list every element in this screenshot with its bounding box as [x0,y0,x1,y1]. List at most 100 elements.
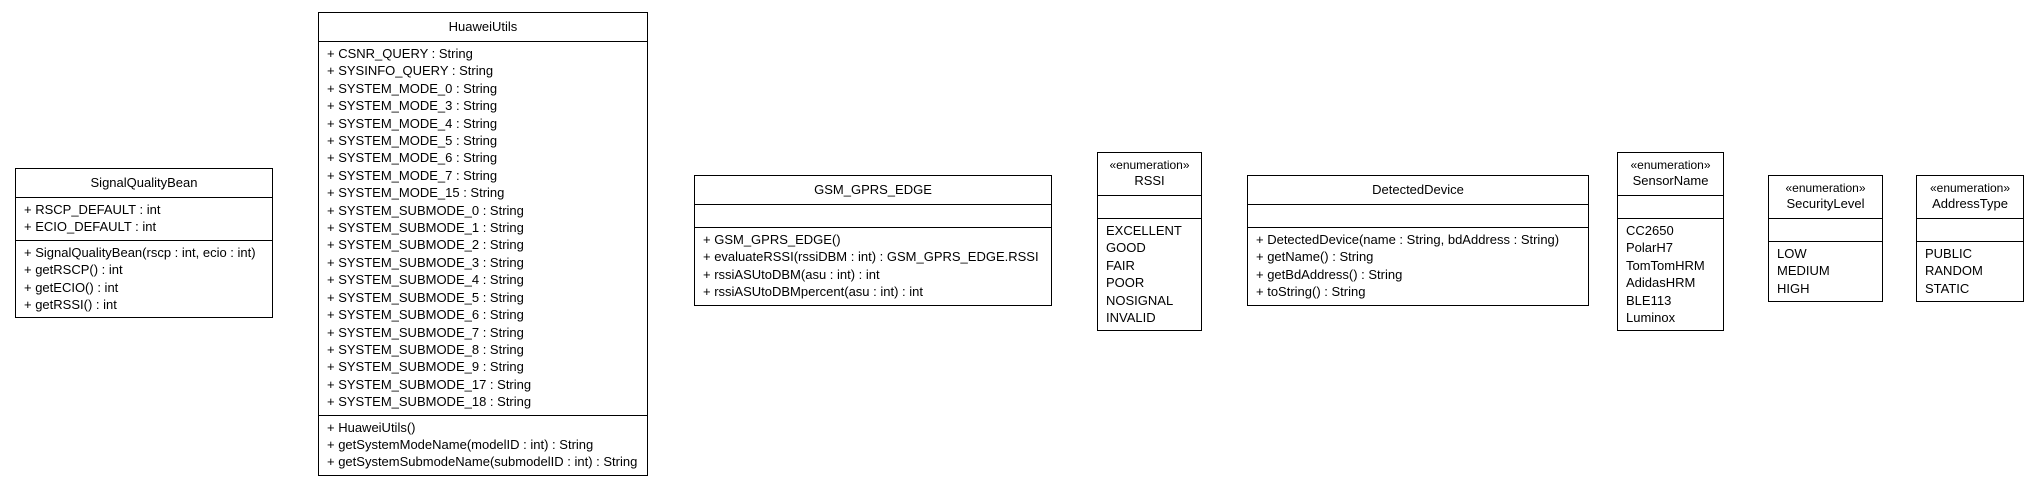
class-header: «enumeration»SecurityLevel [1769,176,1882,219]
class-operation: RANDOM [1925,263,1983,279]
class-name: RSSI [1134,173,1165,188]
class-box-huawei-utils: HuaweiUtils + CSNR_QUERY : String + SYSINF… [318,12,648,476]
class-attribute: + SYSTEM_SUBMODE_1 : String [327,220,524,236]
class-operation: INVALID [1106,310,1156,326]
class-operation: NOSIGNAL [1106,292,1174,308]
class-attribute: + SYSTEM_SUBMODE_4 : String [327,272,524,288]
class-operation: LOW [1777,246,1807,261]
attributes-compartment [1769,219,1882,241]
class-operation: EXCELLENT [1106,223,1182,238]
class-operation: + rssiASUtoDBMpercent(asu : int) : int [703,284,923,300]
class-operation: + getSystemModeName(modelID : int) : Str… [327,436,594,452]
class-operation: GOOD [1106,240,1146,256]
class-name: SignalQualityBean [90,175,198,190]
class-stereotype: «enumeration» [1109,158,1190,172]
class-name: HuaweiUtils [448,19,518,34]
class-operation: CC2650 [1626,223,1674,238]
class-attribute: + SYSTEM_SUBMODE_8 : String [327,341,524,357]
class-header: DetectedDevice [1248,176,1588,205]
class-attribute: + RSCP_DEFAULT : int [24,202,161,217]
class-header: «enumeration»AddressType [1917,176,2023,219]
class-header: GSM_GPRS_EDGE [695,176,1051,205]
class-attribute: + SYSTEM_SUBMODE_17 : String [327,376,532,392]
class-box-detected-device: DetectedDevice + DetectedDevice(name : St… [1247,175,1589,306]
class-operation: + getName() : String [1256,249,1374,265]
class-attribute: + CSNR_QUERY : String [327,46,473,61]
attributes-compartment [1917,219,2023,241]
class-operation: + toString() : String [1256,284,1366,300]
class-name: AddressType [1932,196,2008,211]
class-operation: AdidasHRM [1626,275,1696,291]
class-name: SecurityLevel [1786,196,1865,211]
class-operation: + getRSCP() : int [24,262,123,278]
class-attribute: + SYSTEM_MODE_0 : String [327,80,498,96]
class-operation: MEDIUM [1777,263,1830,279]
class-header: HuaweiUtils [319,13,647,42]
class-header: «enumeration»SensorName [1618,153,1723,196]
attributes-compartment [1098,196,1201,218]
attributes-compartment [1618,196,1723,218]
operations-compartment: + DetectedDevice(name : String, bdAddres… [1248,227,1588,305]
class-stereotype: «enumeration» [1785,181,1866,195]
class-attribute: + SYSTEM_MODE_5 : String [327,133,498,149]
class-name: DetectedDevice [1372,182,1464,197]
class-attribute: + SYSTEM_SUBMODE_7 : String [327,324,524,340]
class-operation: + HuaweiUtils() [327,419,416,435]
class-operation: + getECIO() : int [24,279,119,295]
class-attribute: + SYSTEM_SUBMODE_5 : String [327,289,524,305]
class-operation: HIGH [1777,280,1810,296]
class-operation: PolarH7 [1626,240,1673,256]
class-operation: + DetectedDevice(name : String, bdAddres… [1256,232,1560,247]
class-operation: BLE113 [1626,292,1672,308]
class-box-signal-quality-bean: SignalQualityBean + RSCP_DEFAULT : int + E… [15,168,273,319]
class-attribute: + SYSTEM_MODE_7 : String [327,167,498,183]
class-attribute: + SYSTEM_MODE_15 : String [327,185,505,201]
class-operation: + GSM_GPRS_EDGE() [703,232,841,247]
class-operation: PUBLIC [1925,246,1972,261]
attributes-compartment: + CSNR_QUERY : String + SYSINFO_QUERY : S… [319,42,647,415]
class-operation: + getSystemSubmodeName(submodelID : int)… [327,454,638,470]
class-operation: POOR [1106,275,1145,291]
class-operation: + SignalQualityBean(rscp : int, ecio : i… [24,244,256,260]
operations-compartment: + GSM_GPRS_EDGE() + evaluateRSSI(rssiDBM … [695,227,1051,305]
class-attribute: + SYSTEM_MODE_3 : String [327,98,498,114]
class-operation: FAIR [1106,257,1135,273]
attributes-compartment: + RSCP_DEFAULT : int + ECIO_DEFAULT : int [16,198,272,240]
class-operation: TomTomHRM [1626,257,1705,273]
class-header: «enumeration»RSSI [1098,153,1201,196]
class-attribute: + SYSTEM_SUBMODE_3 : String [327,254,524,270]
class-operation: + rssiASUtoDBM(asu : int) : int [703,266,880,282]
class-attribute: + SYSTEM_SUBMODE_2 : String [327,237,524,253]
class-name: GSM_GPRS_EDGE [814,182,932,197]
attributes-compartment [695,205,1051,227]
class-attribute: + SYSTEM_MODE_6 : String [327,150,498,166]
class-operation: + getBdAddress() : String [1256,266,1403,282]
operations-compartment: + HuaweiUtils()+ getSystemModeName(model… [319,414,647,475]
class-box-gsm-gprs-edge: GSM_GPRS_EDGE + GSM_GPRS_EDGE() + evaluate… [694,175,1052,306]
class-attribute: + SYSTEM_SUBMODE_6 : String [327,307,524,323]
class-header: SignalQualityBean [16,169,272,198]
class-attribute: + SYSTEM_SUBMODE_18 : String [327,394,532,410]
class-attribute: + SYSTEM_MODE_4 : String [327,115,498,131]
attributes-compartment [1248,205,1588,227]
class-stereotype: «enumeration» [1630,158,1711,172]
class-operation: + evaluateRSSI(rssiDBM : int) : GSM_GPRS… [703,249,1039,265]
class-attribute: + SYSTEM_SUBMODE_9 : String [327,359,524,375]
class-attribute: + SYSTEM_SUBMODE_0 : String [327,202,524,218]
class-name: SensorName [1632,173,1709,188]
class-operation: STATIC [1925,280,1970,296]
class-operation: Luminox [1626,310,1676,326]
class-attribute: + ECIO_DEFAULT : int [24,219,157,235]
class-stereotype: «enumeration» [1929,181,2011,195]
operations-compartment: + SignalQualityBean(rscp : int, ecio : i… [16,239,272,318]
class-attribute: + SYSINFO_QUERY : String [327,63,494,79]
class-operation: + getRSSI() : int [24,297,117,313]
